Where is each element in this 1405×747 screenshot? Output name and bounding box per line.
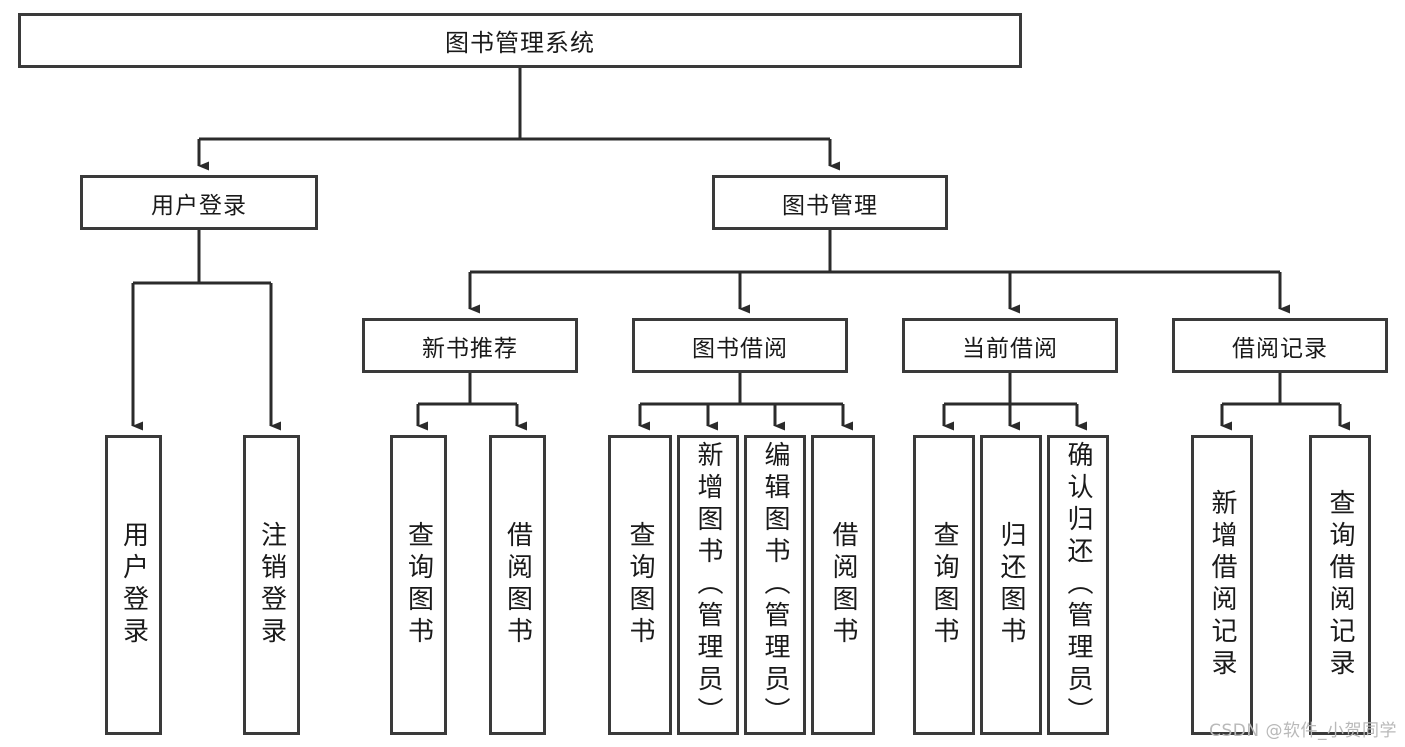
- node-new-book-recommend[interactable]: 新书推荐: [362, 318, 578, 373]
- leaf-current-borrow-return-book[interactable]: 归还图书: [980, 435, 1042, 735]
- node-label: 查询图书: [929, 521, 959, 649]
- leaf-new-book-borrow-book[interactable]: 借阅图书: [489, 435, 546, 735]
- leaf-book-borrow-edit-book[interactable]: 编辑图书（管理员）: [744, 435, 806, 735]
- node-label: 用户登录: [151, 192, 247, 219]
- node-label: 图书管理: [782, 192, 878, 219]
- node-label: 借阅记录: [1232, 335, 1328, 362]
- node-label: 用户登录: [118, 521, 149, 649]
- node-borrow-record[interactable]: 借阅记录: [1172, 318, 1388, 373]
- leaf-user-login-logout[interactable]: 注销登录: [243, 435, 300, 735]
- node-label: 新书推荐: [422, 335, 518, 362]
- leaf-user-login-login[interactable]: 用户登录: [105, 435, 162, 735]
- node-current-borrow[interactable]: 当前借阅: [902, 318, 1118, 373]
- node-label: 当前借阅: [962, 335, 1058, 362]
- node-label: 新增图书（管理员）: [693, 441, 723, 729]
- leaf-borrow-record-query-record[interactable]: 查询借阅记录: [1309, 435, 1371, 735]
- node-book-borrow[interactable]: 图书借阅: [632, 318, 848, 373]
- node-user-login[interactable]: 用户登录: [80, 175, 318, 230]
- node-label: 查询图书: [625, 521, 655, 649]
- node-label: 新增借阅记录: [1207, 489, 1237, 681]
- leaf-book-borrow-borrow-book[interactable]: 借阅图书: [811, 435, 875, 735]
- node-label: 查询借阅记录: [1325, 489, 1355, 681]
- leaf-book-borrow-query-book[interactable]: 查询图书: [608, 435, 672, 735]
- node-label: 借阅图书: [502, 521, 533, 649]
- leaf-current-borrow-query-book[interactable]: 查询图书: [913, 435, 975, 735]
- node-label: 编辑图书（管理员）: [760, 441, 790, 729]
- node-book-management[interactable]: 图书管理: [712, 175, 948, 230]
- node-label: 查询图书: [403, 521, 434, 649]
- leaf-book-borrow-add-book[interactable]: 新增图书（管理员）: [677, 435, 739, 735]
- node-label: 归还图书: [996, 521, 1026, 649]
- leaf-new-book-query-book[interactable]: 查询图书: [390, 435, 447, 735]
- node-label: 图书管理系统: [445, 29, 595, 57]
- node-label: 确认归还（管理员）: [1063, 441, 1093, 729]
- node-label: 图书借阅: [692, 335, 788, 362]
- csdn-watermark: CSDN @软件_小贺同学: [1209, 721, 1397, 741]
- node-label: 注销登录: [256, 521, 287, 649]
- leaf-borrow-record-add-record[interactable]: 新增借阅记录: [1191, 435, 1253, 735]
- node-label: 借阅图书: [828, 521, 858, 649]
- node-root-book-management-system[interactable]: 图书管理系统: [18, 13, 1022, 68]
- leaf-current-borrow-confirm-return[interactable]: 确认归还（管理员）: [1047, 435, 1109, 735]
